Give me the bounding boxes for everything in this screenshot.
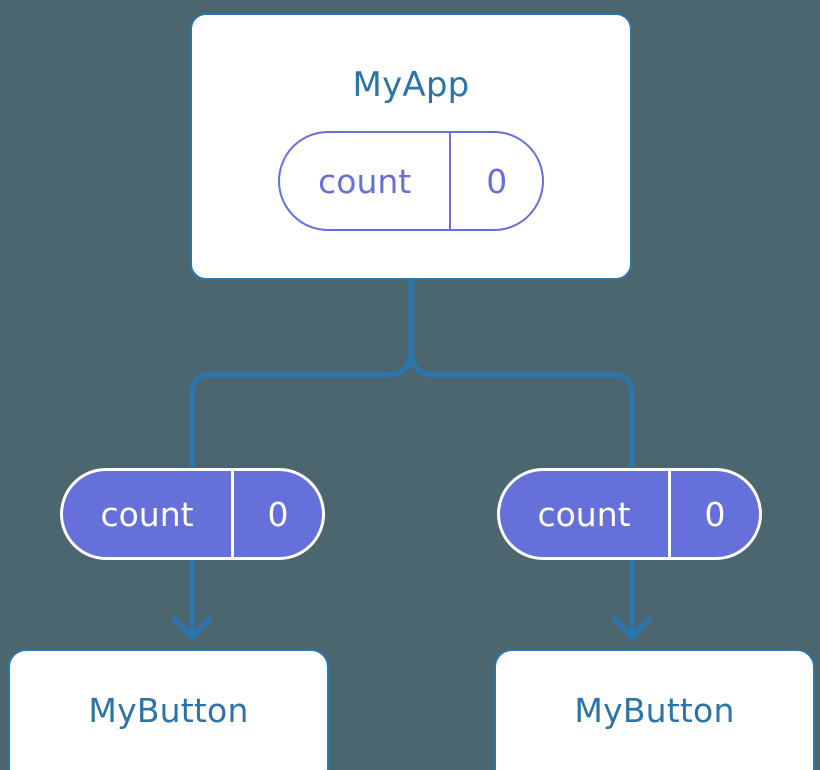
component-title-mybutton-right: MyButton <box>574 691 735 730</box>
state-capsule-myapp[interactable]: count 0 <box>278 131 544 231</box>
arrow-head-left <box>171 615 213 642</box>
state-key-label: count <box>318 161 412 201</box>
props-key-label-left: count <box>100 494 194 534</box>
props-value-label-left: 0 <box>231 471 322 557</box>
state-value-label: 0 <box>449 133 542 229</box>
branch-right <box>408 351 635 470</box>
props-key-label-right: count <box>537 494 631 534</box>
props-value-label-right: 0 <box>668 471 759 557</box>
props-capsule-left[interactable]: count 0 <box>60 468 325 560</box>
component-title-mybutton-left: MyButton <box>88 691 249 730</box>
component-title-myapp: MyApp <box>352 65 470 105</box>
arrow-head-right <box>611 615 653 642</box>
props-capsule-right[interactable]: count 0 <box>497 468 762 560</box>
component-card-mybutton-right[interactable]: MyButton <box>494 649 815 770</box>
branch-left <box>189 351 414 470</box>
component-card-mybutton-left[interactable]: MyButton <box>8 649 329 770</box>
